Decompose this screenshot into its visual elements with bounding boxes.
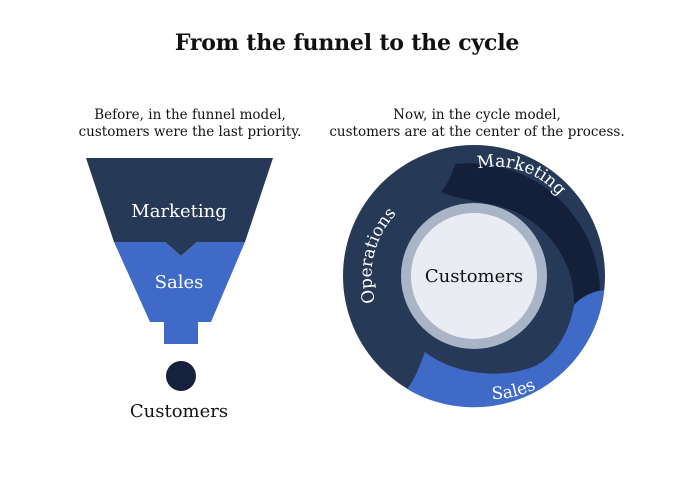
cycle-caption-line-1: Now, in the cycle model, xyxy=(393,107,561,123)
funnel-marketing-stage xyxy=(86,158,273,256)
funnel-marketing-label: Marketing xyxy=(131,201,226,222)
cycle-center-label: Customers xyxy=(425,266,523,287)
funnel-caption-line-1: Before, in the funnel model, xyxy=(94,107,286,123)
cycle-center-circle xyxy=(411,213,537,339)
cycle-diagram: Customers Marketing Sales Operations xyxy=(343,145,605,408)
funnel-sales-stage xyxy=(114,242,245,344)
cycle-marketing-segment xyxy=(441,163,600,305)
cycle-caption-line-2: customers are at the center of the proce… xyxy=(329,124,625,140)
funnel-customers-label: Customers xyxy=(130,401,228,422)
cycle-sales-segment xyxy=(407,290,604,408)
funnel-diagram: Marketing Sales Customers xyxy=(86,158,273,422)
diagram-title: From the funnel to the cycle xyxy=(174,30,520,56)
cycle-caption: Now, in the cycle model, customers are a… xyxy=(322,107,632,141)
funnel-caption-line-2: customers were the last priority. xyxy=(78,124,302,140)
funnel-sales-label: Sales xyxy=(155,272,204,293)
funnel-caption: Before, in the funnel model, customers w… xyxy=(55,107,325,141)
funnel-customer-dot xyxy=(166,361,196,391)
